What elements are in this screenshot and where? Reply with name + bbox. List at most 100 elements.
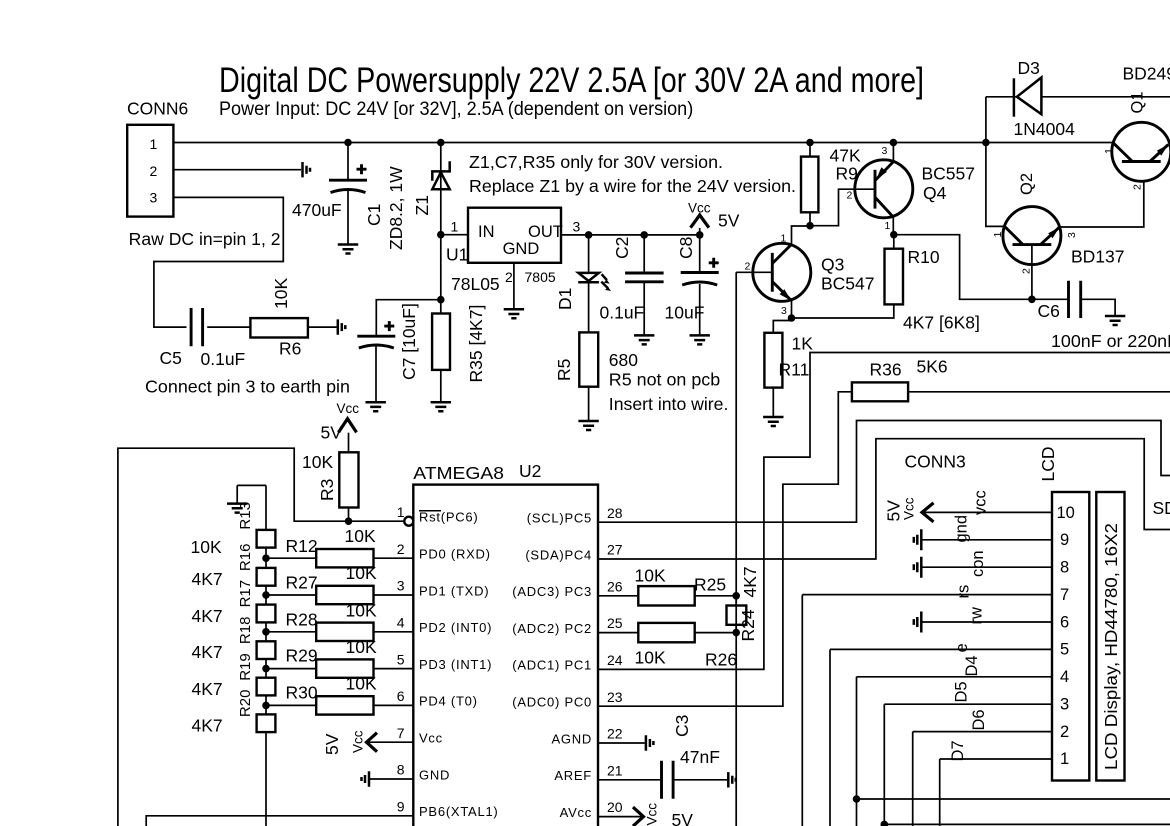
svg-text:Rst(PC6): Rst(PC6) — [419, 510, 478, 525]
svg-text:IN: IN — [478, 223, 495, 241]
svg-text:AGND: AGND — [551, 731, 592, 746]
svg-text:PD4 (T0): PD4 (T0) — [419, 694, 478, 709]
svg-text:2: 2 — [745, 261, 751, 273]
svg-text:7: 7 — [397, 725, 405, 741]
svg-text:(ADC2) PC2: (ADC2) PC2 — [512, 621, 592, 636]
svg-text:e: e — [953, 643, 971, 652]
svg-text:10uF: 10uF — [665, 303, 705, 323]
svg-text:8: 8 — [1060, 559, 1069, 577]
svg-text:100nF or 220nF: 100nF or 220nF — [1051, 331, 1170, 351]
svg-text:C1: C1 — [364, 204, 384, 226]
svg-text:4K7: 4K7 — [740, 566, 760, 597]
svg-text:D7: D7 — [949, 740, 967, 761]
svg-text:BD137: BD137 — [1071, 247, 1125, 267]
svg-text:con: con — [969, 550, 987, 577]
svg-text:(SDA)PC4: (SDA)PC4 — [525, 547, 592, 562]
svg-text:Raw DC in=pin 1, 2: Raw DC in=pin 1, 2 — [129, 229, 281, 249]
svg-text:R27: R27 — [286, 573, 318, 593]
svg-text:6: 6 — [1060, 614, 1069, 632]
svg-text:R20: R20 — [237, 690, 254, 718]
svg-text:10K: 10K — [346, 637, 377, 657]
svg-text:4K7: 4K7 — [192, 642, 223, 662]
svg-text:Z1,C7,R35 only for 30V version: Z1,C7,R35 only for 30V version. — [469, 152, 723, 172]
svg-text:Q4: Q4 — [923, 183, 947, 203]
svg-text:10K: 10K — [191, 537, 222, 557]
svg-text:3: 3 — [150, 190, 158, 206]
svg-text:Connect pin 3 to earth pin: Connect pin 3 to earth pin — [145, 377, 350, 397]
svg-text:4K7: 4K7 — [192, 606, 223, 626]
svg-text:U1: U1 — [446, 245, 468, 265]
svg-text:4K7 [6K8]: 4K7 [6K8] — [903, 313, 980, 333]
svg-text:R30: R30 — [286, 683, 318, 703]
svg-text:R28: R28 — [286, 610, 318, 630]
svg-text:C5: C5 — [160, 348, 182, 368]
svg-text:R17: R17 — [237, 580, 254, 608]
svg-text:3: 3 — [1066, 232, 1078, 238]
svg-text:47K: 47K — [830, 146, 861, 166]
svg-text:GND: GND — [419, 767, 450, 782]
svg-text:GND: GND — [503, 240, 540, 258]
svg-text:U2: U2 — [519, 461, 541, 481]
svg-text:PD2 (INT0): PD2 (INT0) — [419, 620, 492, 635]
svg-text:4K7: 4K7 — [192, 716, 223, 736]
svg-text:Vcc: Vcc — [688, 201, 711, 216]
svg-text:10K: 10K — [635, 566, 666, 586]
svg-text:4K7: 4K7 — [192, 569, 223, 589]
svg-text:Digital DC Powersupply 22V 2.5: Digital DC Powersupply 22V 2.5A [or 30V … — [219, 60, 924, 99]
svg-text:R36: R36 — [870, 360, 902, 380]
svg-text:5V: 5V — [322, 733, 342, 755]
svg-text:27: 27 — [607, 542, 623, 558]
svg-text:C8: C8 — [676, 237, 696, 259]
svg-text:2: 2 — [1060, 723, 1069, 741]
svg-text:BD249: BD249 — [1123, 63, 1170, 83]
svg-text:R18: R18 — [237, 617, 254, 645]
svg-text:LCD Display, HD44780, 16X2: LCD Display, HD44780, 16X2 — [1101, 523, 1121, 770]
svg-text:(ADC1) PC1: (ADC1) PC1 — [512, 658, 592, 673]
svg-text:R12: R12 — [286, 536, 318, 556]
svg-text:R9: R9 — [836, 164, 858, 184]
svg-text:C6: C6 — [1038, 301, 1060, 321]
svg-text:BC557: BC557 — [922, 164, 976, 184]
svg-text:3: 3 — [397, 578, 405, 594]
svg-text:SDA: SDA — [1153, 498, 1170, 518]
svg-text:Q2: Q2 — [1018, 173, 1036, 195]
svg-text:5V: 5V — [884, 500, 904, 522]
svg-text:10K: 10K — [271, 278, 291, 309]
svg-text:10K: 10K — [346, 601, 377, 621]
svg-text:23: 23 — [607, 689, 623, 705]
svg-text:ZD8.2, 1W: ZD8.2, 1W — [386, 166, 406, 250]
svg-text:R5 not on pcb: R5 not on pcb — [609, 370, 720, 390]
svg-text:24: 24 — [607, 652, 623, 668]
svg-text:5V: 5V — [718, 211, 740, 231]
svg-text:7: 7 — [1060, 586, 1069, 604]
svg-text:Insert into wire.: Insert into wire. — [609, 394, 729, 414]
svg-text:2: 2 — [1021, 268, 1033, 274]
svg-text:1: 1 — [397, 504, 405, 520]
svg-text:(SCL)PC5: (SCL)PC5 — [527, 511, 592, 526]
svg-text:28: 28 — [607, 505, 623, 521]
svg-text:CONN6: CONN6 — [127, 99, 188, 119]
svg-text:R11: R11 — [779, 360, 810, 380]
svg-text:PD3 (INT1): PD3 (INT1) — [419, 657, 492, 672]
svg-text:1N4004: 1N4004 — [1014, 119, 1076, 139]
svg-text:Z1: Z1 — [412, 195, 432, 215]
svg-text:21: 21 — [607, 762, 623, 778]
svg-text:3: 3 — [573, 218, 581, 234]
svg-text:R13: R13 — [237, 502, 254, 530]
svg-text:PB6(XTAL1): PB6(XTAL1) — [419, 804, 499, 819]
svg-text:5V: 5V — [321, 423, 343, 443]
svg-text:vcc: vcc — [972, 490, 990, 515]
svg-text:9: 9 — [397, 799, 405, 815]
svg-text:rw: rw — [968, 607, 986, 624]
svg-text:2: 2 — [847, 190, 853, 202]
svg-text:(ADC0) PC0: (ADC0) PC0 — [512, 695, 592, 710]
svg-text:(ADC3) PC3: (ADC3) PC3 — [512, 584, 592, 599]
svg-text:D5: D5 — [953, 681, 971, 702]
svg-text:0.1uF: 0.1uF — [600, 303, 645, 323]
svg-text:D4: D4 — [963, 655, 981, 676]
svg-text:10K: 10K — [635, 648, 666, 668]
svg-text:LCD: LCD — [1038, 446, 1058, 481]
svg-text:2: 2 — [397, 541, 405, 557]
svg-text:78L05: 78L05 — [451, 274, 500, 294]
svg-text:10K: 10K — [302, 452, 333, 472]
